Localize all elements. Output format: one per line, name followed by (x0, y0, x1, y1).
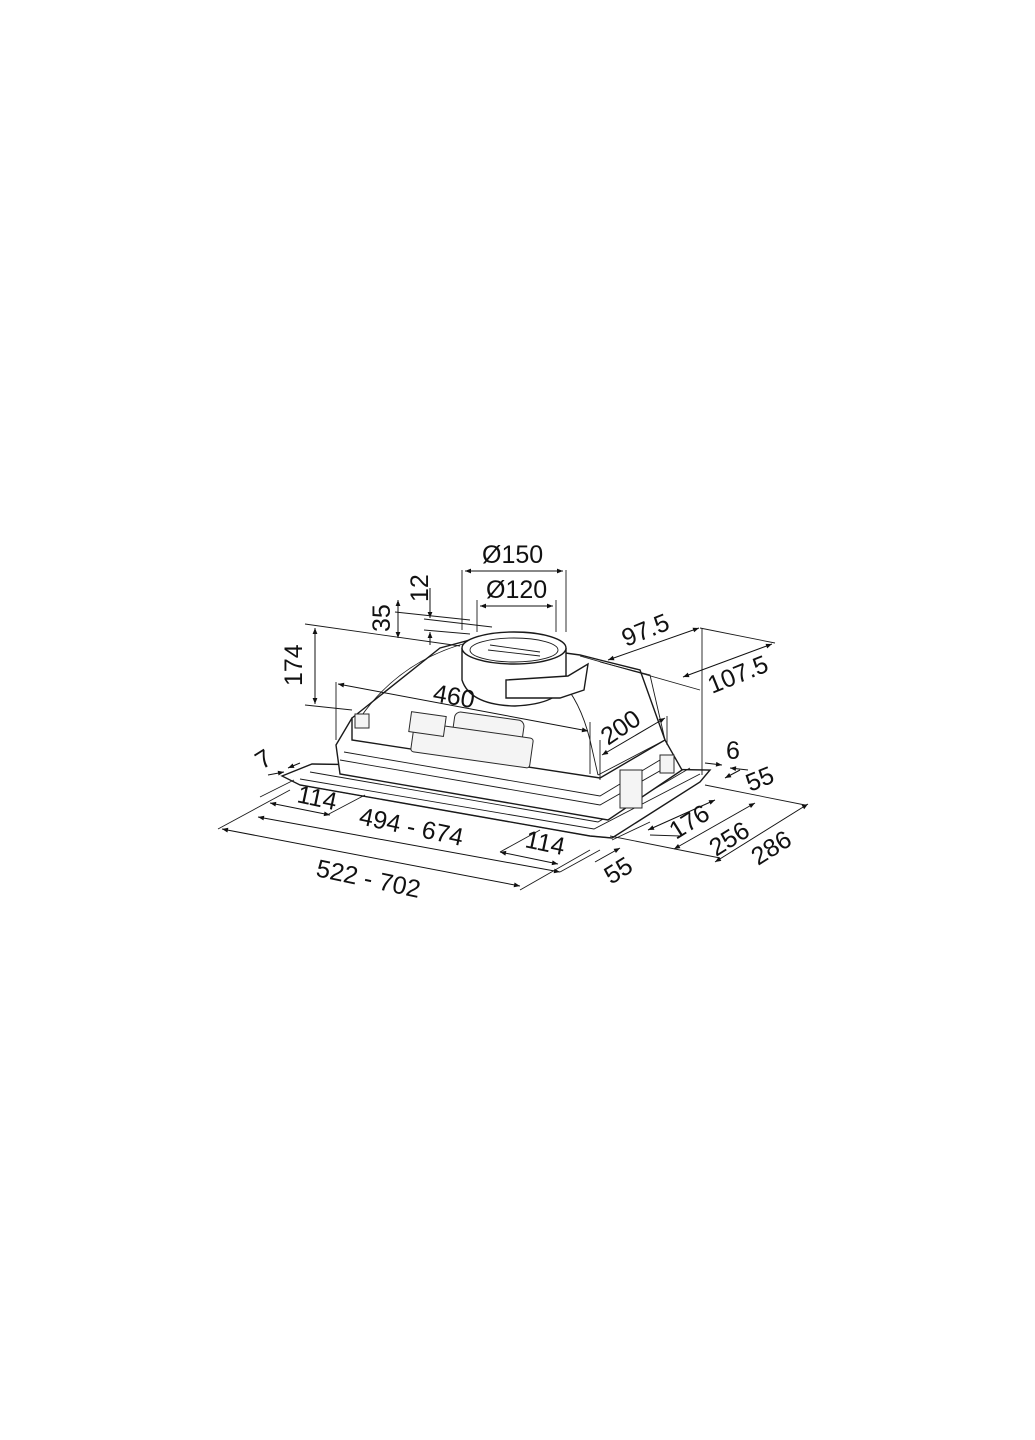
svg-text:Ø150: Ø150 (482, 541, 543, 569)
hood-body (280, 631, 712, 839)
svg-text:174: 174 (280, 644, 308, 686)
dim-outlet-outer-diameter: Ø150 (461, 541, 567, 632)
right-clip (619, 769, 643, 809)
dim-collar-height: 12 (406, 574, 493, 645)
svg-text:7: 7 (250, 744, 277, 775)
svg-text:286: 286 (746, 825, 796, 871)
dim-frame-thickness: 7 (250, 744, 301, 776)
dim-rim-offset: 6 (704, 737, 749, 772)
dim-outlet-offset-height: 35 (368, 600, 471, 638)
dim-rear-offset: 55 (704, 761, 806, 806)
svg-text:522 - 702: 522 - 702 (314, 854, 423, 903)
dim-outlet-inner-diameter: Ø120 (476, 576, 557, 632)
svg-text:55: 55 (599, 852, 637, 890)
right-clip-2 (659, 754, 675, 774)
left-clip (354, 713, 370, 729)
svg-text:107.5: 107.5 (704, 650, 772, 699)
svg-text:12: 12 (406, 574, 434, 602)
svg-text:35: 35 (368, 604, 396, 632)
svg-text:Ø120: Ø120 (486, 576, 547, 604)
svg-text:6: 6 (726, 737, 740, 765)
dim-body-height: 174 (280, 623, 461, 711)
svg-text:55: 55 (742, 761, 778, 797)
svg-text:97.5: 97.5 (618, 608, 674, 652)
